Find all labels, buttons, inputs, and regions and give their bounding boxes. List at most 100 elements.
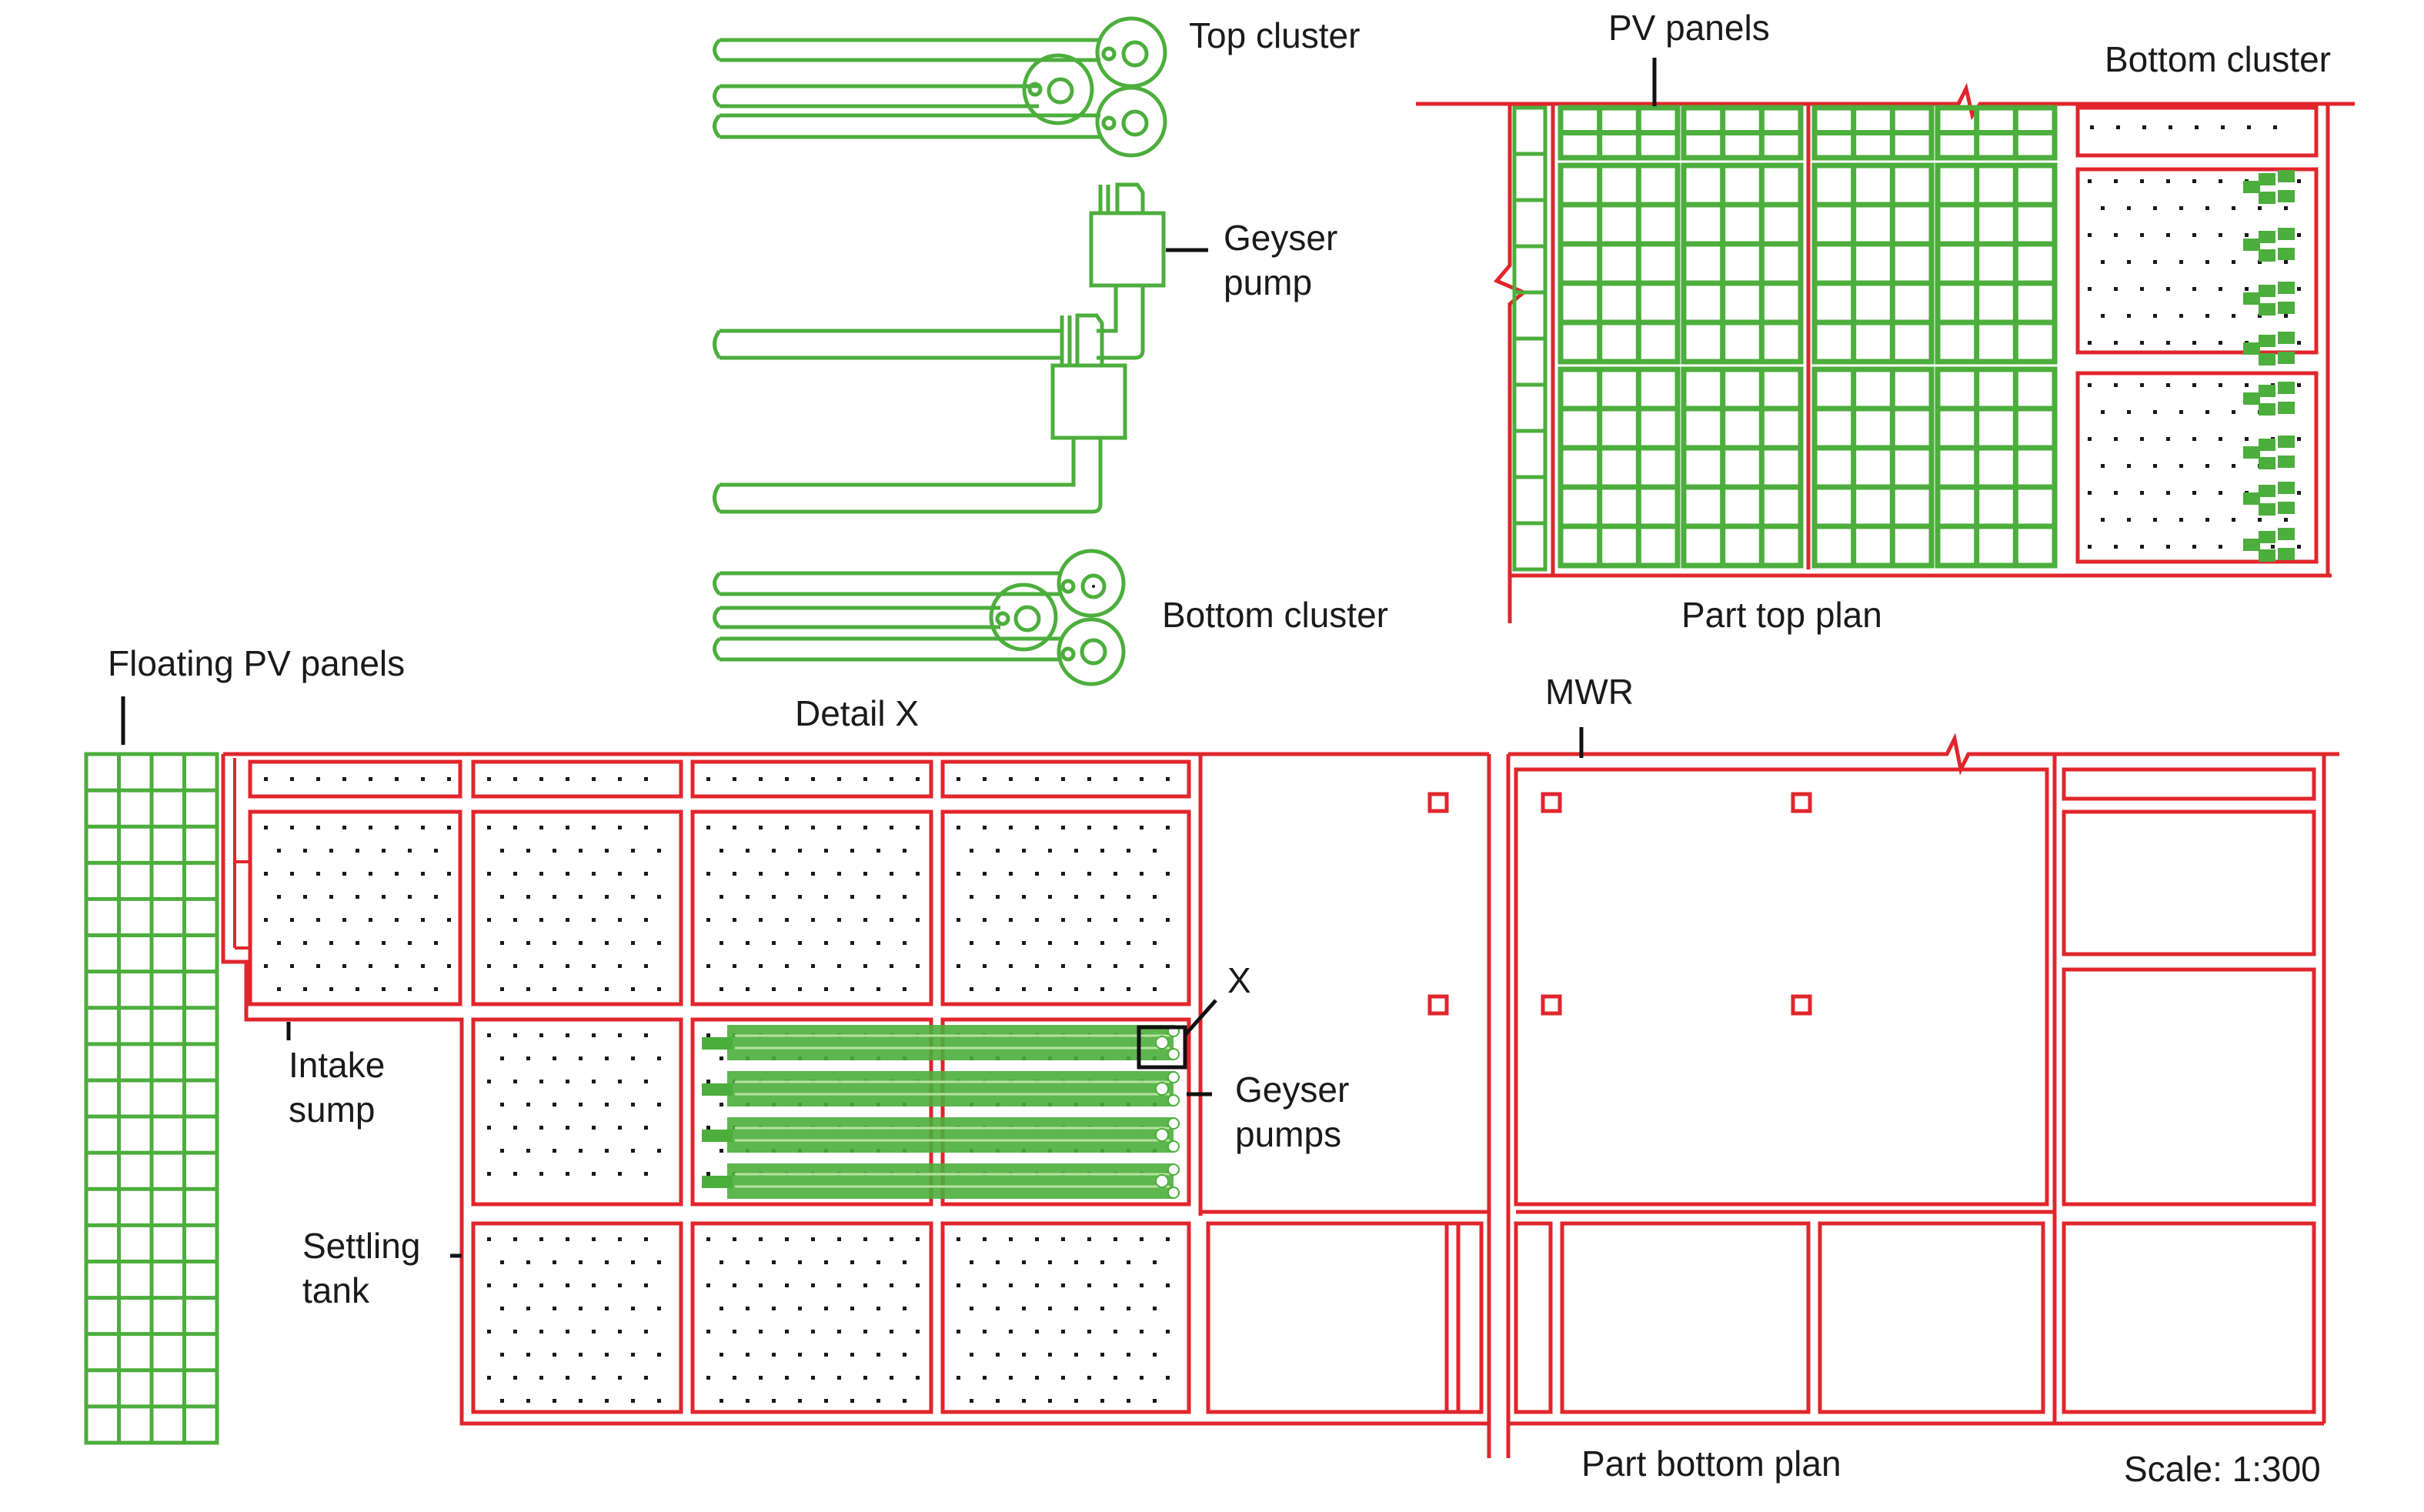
- dot: [2088, 179, 2092, 183]
- pipe: [713, 636, 1062, 662]
- dot: [421, 964, 425, 968]
- dot: [785, 1283, 789, 1287]
- dot: [2205, 518, 2209, 522]
- part-bottom-plan-drawing: [84, 696, 2339, 1458]
- dot: [759, 1283, 763, 1287]
- pump-block: [2278, 332, 2295, 344]
- dot: [1127, 1260, 1130, 1264]
- dot: [733, 826, 736, 829]
- dot: [811, 918, 815, 922]
- dot: [746, 987, 750, 991]
- dot: [916, 777, 920, 781]
- pump-block: [2259, 303, 2275, 315]
- dot: [811, 826, 815, 829]
- dot: [746, 895, 750, 899]
- dot: [824, 987, 828, 991]
- dot: [657, 1399, 661, 1403]
- dot: [996, 987, 1000, 991]
- dot: [487, 1033, 491, 1037]
- dot: [605, 849, 609, 853]
- dot: [733, 918, 736, 922]
- pump-block: [2243, 239, 2260, 251]
- dot: [2273, 125, 2277, 129]
- dot: [2179, 260, 2183, 264]
- dot: [1009, 1283, 1013, 1287]
- dot: [1048, 1353, 1052, 1357]
- dot: [2140, 287, 2144, 291]
- dot: [553, 1056, 556, 1060]
- dot: [539, 826, 543, 829]
- dot: [890, 1283, 893, 1287]
- dot: [2284, 518, 2288, 522]
- dot: [316, 872, 320, 876]
- dot: [1061, 777, 1065, 781]
- dot: [631, 895, 635, 899]
- dot: [1140, 1283, 1144, 1287]
- dot: [759, 918, 763, 922]
- outer-wall: [223, 733, 2339, 776]
- dot: [824, 941, 828, 945]
- dot: [2127, 314, 2131, 318]
- dot: [1061, 918, 1065, 922]
- dot: [772, 1307, 776, 1310]
- dot: [657, 941, 661, 945]
- dot: [2088, 341, 2092, 345]
- pump-port: [1060, 646, 1076, 662]
- pump-port: [1101, 115, 1117, 131]
- dot: [1166, 964, 1170, 968]
- dot: [2192, 233, 2196, 237]
- dot: [2219, 545, 2222, 549]
- dot: [2114, 341, 2118, 345]
- dot: [2101, 464, 2105, 468]
- dot: [772, 987, 776, 991]
- dot: [2179, 314, 2183, 318]
- dot: [2169, 125, 2172, 129]
- dot: [644, 1033, 648, 1037]
- dot: [1022, 1260, 1026, 1264]
- dot: [1009, 1376, 1013, 1380]
- dot: [553, 1399, 556, 1403]
- room: [2062, 809, 2316, 956]
- dot: [996, 1399, 1000, 1403]
- dot: [1048, 1399, 1052, 1403]
- dot: [657, 1353, 661, 1357]
- dot: [618, 918, 622, 922]
- dot: [2192, 383, 2196, 387]
- dot: [970, 987, 973, 991]
- dot: [1022, 1399, 1026, 1403]
- dot: [850, 1399, 854, 1403]
- dot: [329, 895, 333, 899]
- pump-block: [2259, 353, 2275, 365]
- dot: [487, 1330, 491, 1333]
- bottom-cluster-pumps: [2243, 170, 2295, 562]
- pump-block: [2259, 192, 2275, 204]
- dot: [264, 777, 268, 781]
- dot: [2247, 125, 2251, 129]
- dot: [539, 777, 543, 781]
- dot: [916, 872, 920, 876]
- dot: [890, 777, 893, 781]
- dot: [733, 872, 736, 876]
- dot: [500, 1307, 504, 1310]
- dot: [290, 918, 294, 922]
- dot: [579, 941, 583, 945]
- dot: [1061, 872, 1065, 876]
- dot: [903, 1353, 906, 1357]
- dot: [996, 895, 1000, 899]
- dot: [2166, 545, 2170, 549]
- dot: [2088, 287, 2092, 291]
- pump-core: [1047, 77, 1074, 105]
- dot: [2166, 437, 2170, 441]
- dot: [1009, 1237, 1013, 1241]
- pump-block: [2278, 302, 2295, 314]
- label-geyser-pump-2: pump: [1224, 262, 1312, 302]
- dot: [916, 826, 920, 829]
- dot: [785, 777, 789, 781]
- dot: [811, 777, 815, 781]
- dot: [798, 941, 802, 945]
- dot: [785, 872, 789, 876]
- dot: [316, 964, 320, 968]
- dot: [2179, 464, 2183, 468]
- dot: [706, 1126, 710, 1130]
